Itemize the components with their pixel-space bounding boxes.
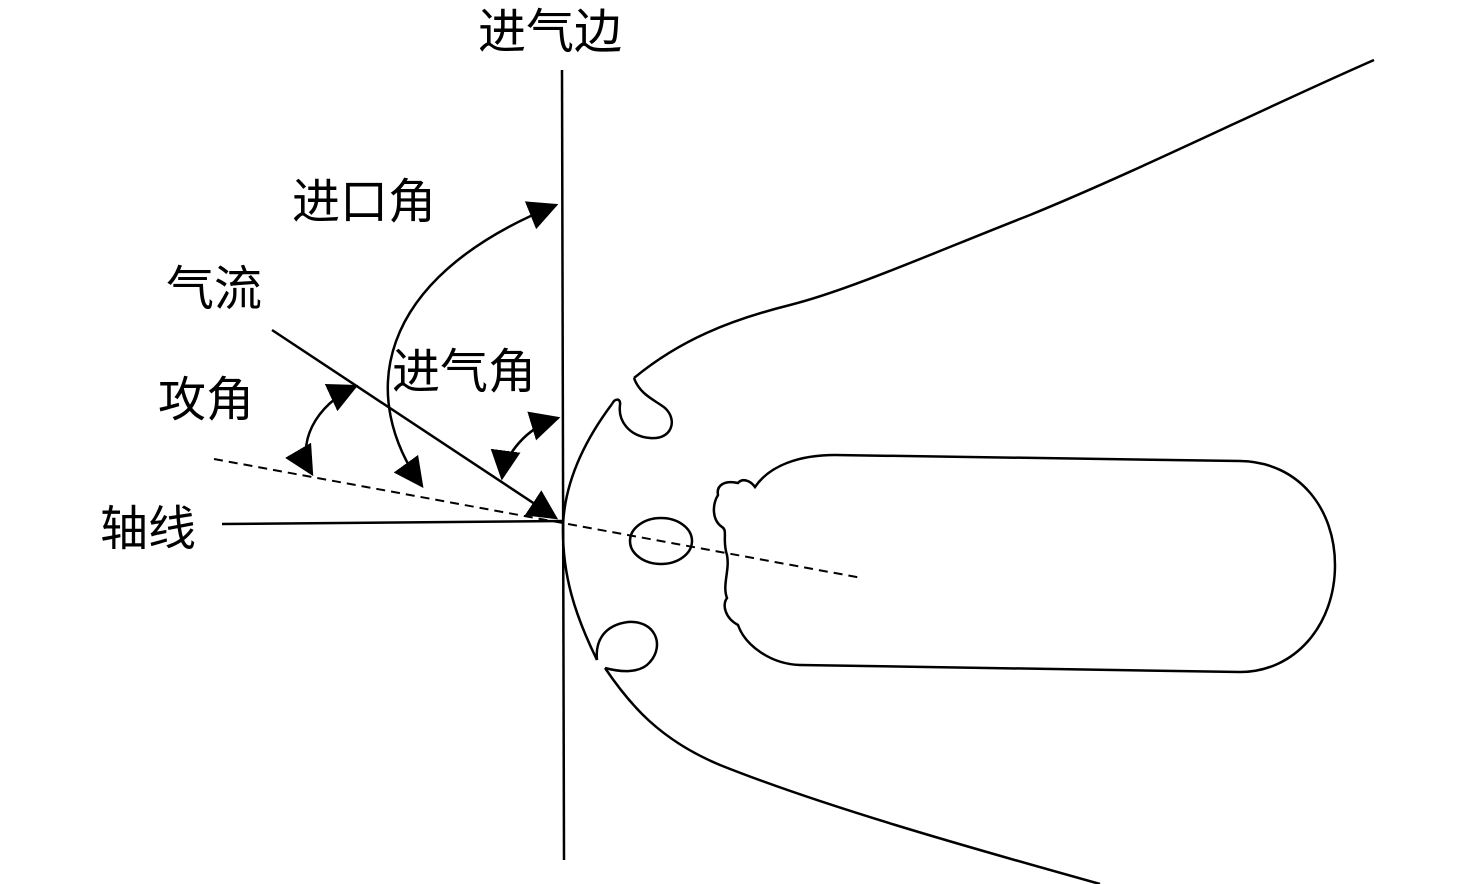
label-airflow: 气流 <box>166 261 262 317</box>
blade-lower-contour <box>603 667 1101 884</box>
leading-edge-line <box>560 69 566 861</box>
axis-line <box>221 519 563 526</box>
attack-angle-arc <box>285 383 359 477</box>
elongated-slot <box>712 453 1337 674</box>
inlet-angle-arc <box>386 201 559 489</box>
label-attack-angle: 攻角 <box>158 372 254 428</box>
label-axis: 轴线 <box>100 501 196 557</box>
blade-lower-notch <box>595 620 659 673</box>
label-leading-edge: 进气边 <box>478 4 622 60</box>
label-inflow-angle: 进气角 <box>392 344 536 400</box>
blade-chord-dashed-line <box>213 458 863 579</box>
blade-leading-edge-curve <box>561 403 614 661</box>
inflow-angle-arc <box>490 411 561 481</box>
small-ellipse-hole <box>628 516 694 566</box>
blade-upper-contour <box>633 58 1375 379</box>
blade-upper-notch <box>610 377 674 440</box>
label-inlet-angle: 进口角 <box>292 174 436 230</box>
